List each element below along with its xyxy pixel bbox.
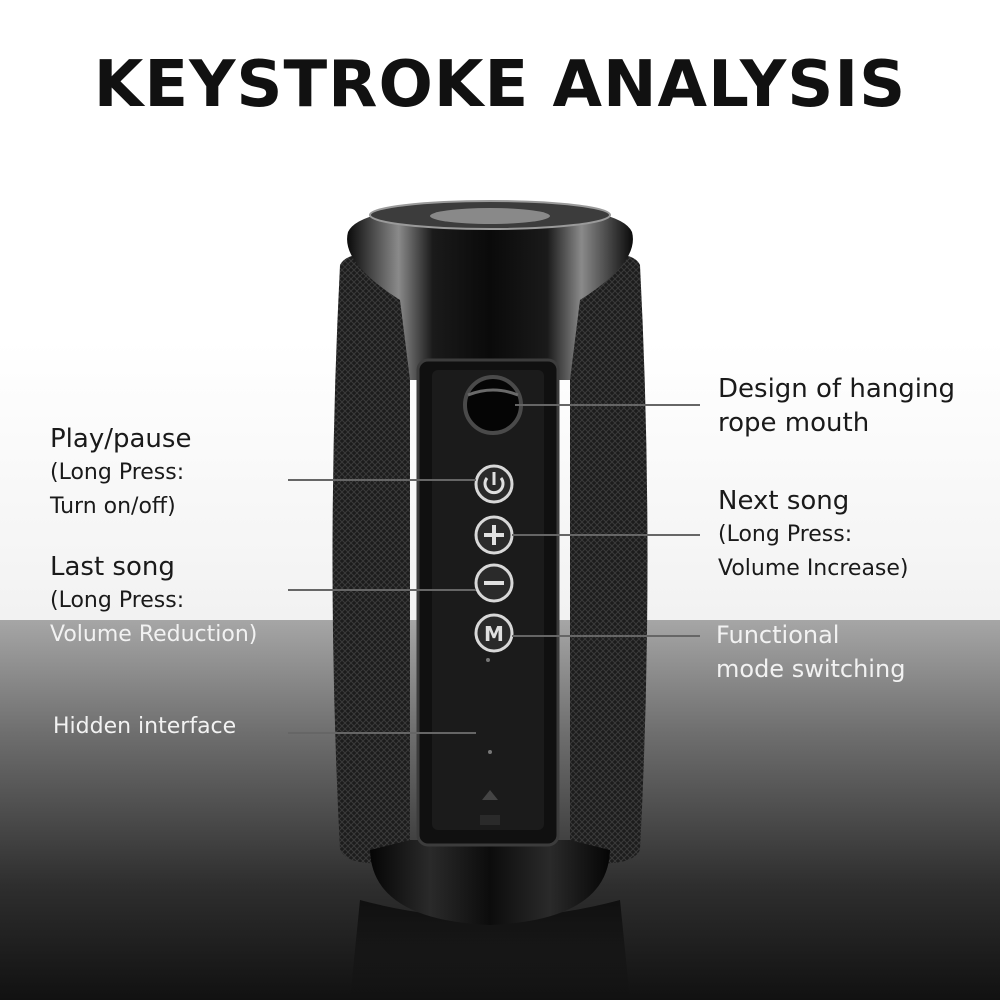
callout-next-song: Next song (Long Press: Volume Increase) — [718, 484, 909, 586]
hanging-rope-mouth — [463, 375, 523, 435]
callout-play-line1: Play/pause — [50, 424, 192, 454]
callout-mode-line1: Functional — [716, 621, 840, 649]
callout-play-line3: Turn on/off) — [50, 494, 176, 519]
mode-button-glyph: M — [484, 622, 504, 646]
callout-last-song: Last song (Long Press: Volume Reduction) — [50, 550, 257, 652]
mode-button-graphic: M — [474, 613, 514, 653]
speaker-base — [370, 840, 610, 925]
callout-next-line1: Next song — [718, 486, 850, 516]
speaker-reflection — [350, 900, 630, 1000]
callout-last-line1: Last song — [50, 552, 175, 582]
page-title: KEYSTROKE ANALYSIS — [93, 48, 907, 122]
mic-dot — [488, 750, 492, 754]
speaker-mesh-left — [332, 254, 410, 864]
callout-last-line2: (Long Press: — [50, 588, 185, 613]
callout-mode-switching: Functional mode switching — [716, 618, 905, 686]
callout-play-pause: Play/pause (Long Press: Turn on/off) — [50, 422, 191, 524]
callout-hanging-rope-mouth: Design of hanging rope mouth — [718, 372, 955, 440]
callout-hanging-line2: rope mouth — [718, 408, 870, 438]
hidden-interface-cover-mark — [482, 790, 498, 800]
power-button-graphic — [474, 464, 514, 504]
hidden-interface-tab — [480, 815, 500, 825]
callout-next-line3: Volume Increase) — [718, 556, 909, 581]
callout-last-line3: Volume Reduction) — [50, 622, 258, 647]
minus-button-graphic — [474, 563, 514, 603]
callout-hanging-line1: Design of hanging — [718, 374, 955, 404]
speaker-top-cap — [347, 205, 633, 380]
plus-button-graphic — [474, 515, 514, 555]
speaker-mesh-right — [570, 254, 648, 864]
callout-lines — [288, 404, 700, 734]
callout-mode-line2: mode switching — [716, 655, 906, 683]
callout-hidden-interface: Hidden interface — [53, 710, 236, 744]
callout-next-line2: (Long Press: — [718, 522, 853, 547]
callout-hidden-line1: Hidden interface — [53, 714, 237, 739]
indicator-dot — [486, 658, 490, 662]
callout-play-line2: (Long Press: — [50, 460, 185, 485]
